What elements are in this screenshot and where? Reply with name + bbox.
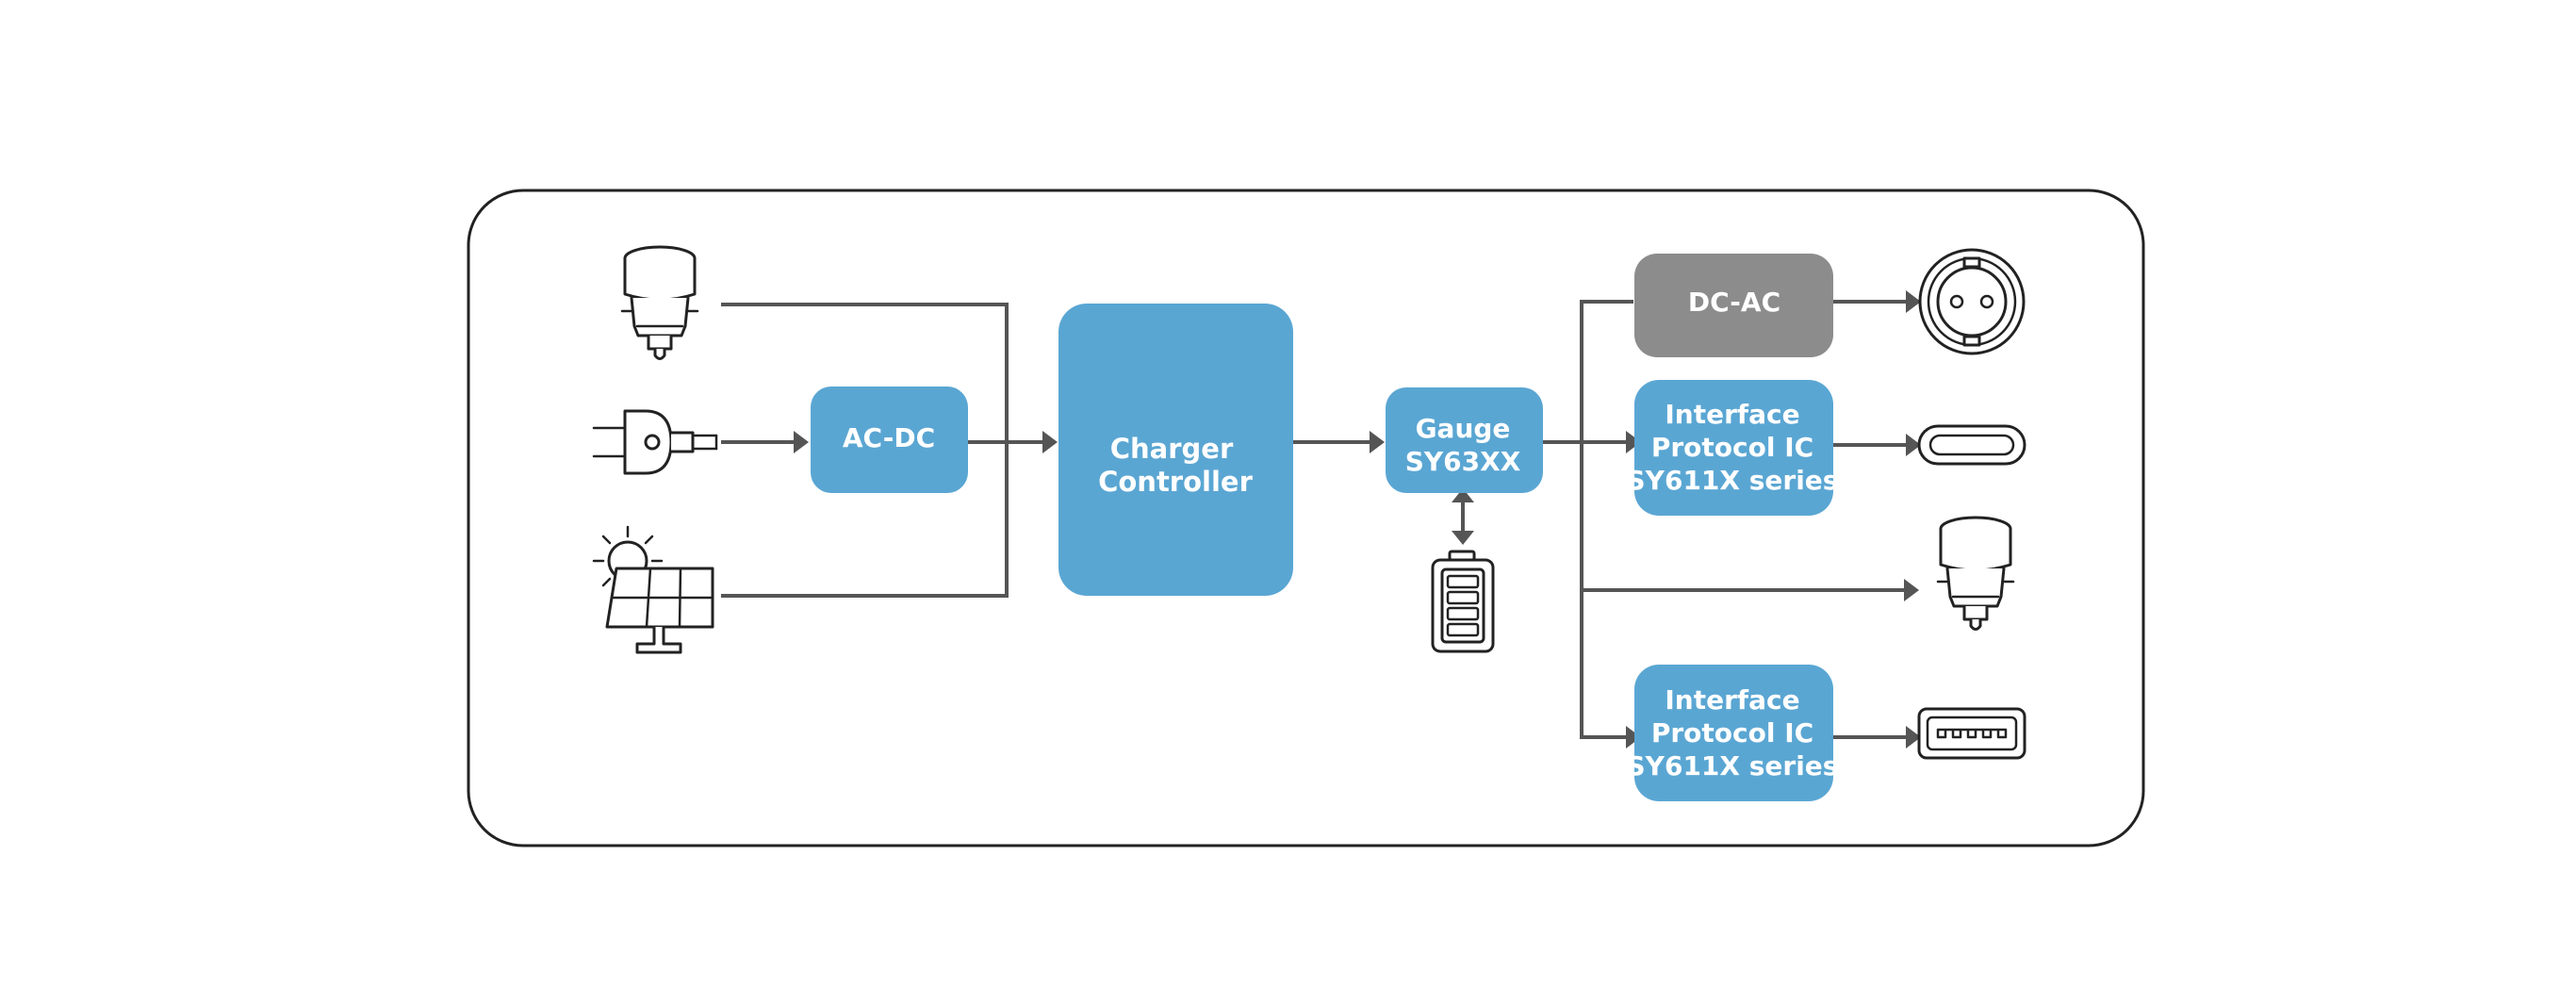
gauge-label-line2: SY63XX (1405, 446, 1521, 477)
gauge-label-line1: Gauge (1416, 413, 1511, 444)
ac-socket-icon (1918, 248, 2026, 355)
charger-label-line2: Controller (1098, 466, 1253, 498)
ac-dc-label: AC-DC (843, 422, 935, 453)
iface2-label-line2: Protocol IC (1651, 717, 1813, 748)
gauge-battery-link (1452, 488, 1474, 545)
ac-plug-icon (592, 409, 718, 475)
input-wires (721, 303, 1058, 598)
iface1-label-line2: Protocol IC (1651, 432, 1813, 463)
iface2-label-line1: Interface (1665, 684, 1799, 716)
battery-icon (1431, 550, 1495, 653)
dc-ac-block: DC-AC (1634, 254, 1833, 357)
iface1-label-line1: Interface (1665, 399, 1799, 430)
interface-ic-block-2: Interface Protocol IC SY611X series (1627, 665, 1839, 801)
car-charger-icon (1936, 516, 2015, 631)
usb-a-port-icon (1917, 707, 2026, 760)
usb-c-port-icon (1917, 424, 2026, 466)
system-frame (467, 189, 2145, 847)
iface1-label-line3: SY611X series (1627, 465, 1839, 496)
charger-label-line1: Charger (1110, 433, 1234, 465)
dc-ac-label: DC-AC (1688, 287, 1780, 318)
interface-ic-block-1: Interface Protocol IC SY611X series (1627, 380, 1839, 516)
ac-dc-block: AC-DC (811, 387, 968, 493)
output-wires (1541, 290, 1921, 748)
car-charger-icon (620, 245, 699, 360)
solar-panel-icon (592, 525, 714, 654)
gauge-block: Gauge SY63XX (1386, 387, 1543, 493)
iface2-label-line3: SY611X series (1627, 750, 1839, 781)
charger-controller-block: Charger Controller (1058, 304, 1293, 596)
charger-to-gauge-wire (1291, 431, 1385, 453)
